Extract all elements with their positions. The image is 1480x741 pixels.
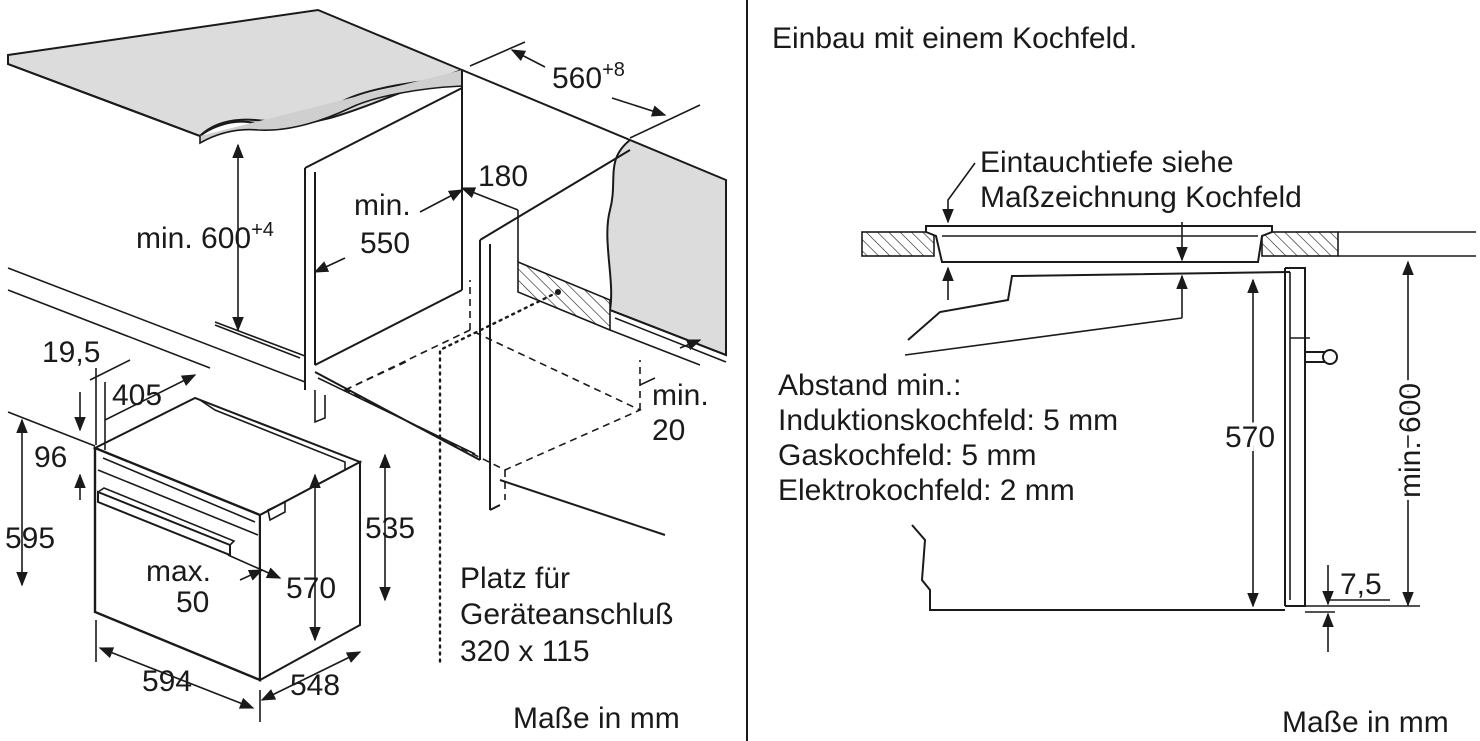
worktop-section-left [861, 231, 935, 257]
dim-570-label: 570 [286, 572, 336, 605]
worktop [7, 8, 465, 145]
dim-560-label: 560+8 [552, 59, 625, 95]
left-panel: 560+8 min. 600+4 180 min. 550 19,5 405 9… [5, 8, 727, 735]
right-panel: Einbau mit einem Kochfeld. Eintauchtiefe… [772, 22, 1476, 739]
abstand-line3: Gaskochfeld: 5 mm [778, 439, 1036, 472]
dim-180-label: 180 [478, 160, 528, 193]
dim-min-label: min. [354, 189, 411, 222]
right-title: Einbau mit einem Kochfeld. [772, 22, 1137, 55]
dim-19-5-label: 19,5 [42, 336, 100, 369]
dim-min-20-label-b: 20 [652, 414, 685, 447]
dim-96-label: 96 [34, 441, 67, 474]
abstand-line2: Induktionskochfeld: 5 mm [778, 404, 1118, 437]
dim-548-label: 548 [290, 669, 340, 702]
dim-595-label: 595 [5, 522, 55, 555]
dim-405-label: 405 [112, 379, 162, 412]
dim-594-label: 594 [142, 665, 192, 698]
connection-label-line2: Geräteanschluß [460, 598, 673, 631]
dim-min-20-label-a: min. [652, 379, 709, 412]
cooktop [925, 225, 1273, 263]
connection-label-line1: Platz für [460, 562, 570, 595]
dim-50-label: 50 [176, 586, 209, 619]
dim-min-600-right-label: min. 600 [1394, 383, 1427, 498]
dim-535-label: 535 [365, 512, 415, 545]
dim-600-label: min. 600+4 [136, 219, 274, 255]
units-label-right: Maße in mm [1282, 706, 1449, 739]
dim-570-right-label: 570 [1225, 421, 1275, 454]
connection-label-line3: 320 x 115 [460, 635, 590, 668]
abstand-line4: Elektrokochfeld: 2 mm [778, 474, 1075, 507]
immersion-note-line1: Eintauchtiefe siehe [980, 146, 1234, 179]
worktop-section-right [1261, 231, 1339, 257]
oven-body [92, 396, 363, 682]
abstand-line1: Abstand min.: [778, 369, 961, 402]
dim-550-label: 550 [360, 227, 410, 260]
dim-7-5-label: 7,5 [1340, 568, 1382, 601]
oven-profile [907, 267, 1338, 611]
cabinet-niche [304, 69, 727, 667]
dim-max-label: max. [146, 555, 211, 588]
immersion-note-line2: Maßzeichnung Kochfeld [980, 181, 1302, 214]
units-label-left: Maße in mm [513, 702, 680, 735]
